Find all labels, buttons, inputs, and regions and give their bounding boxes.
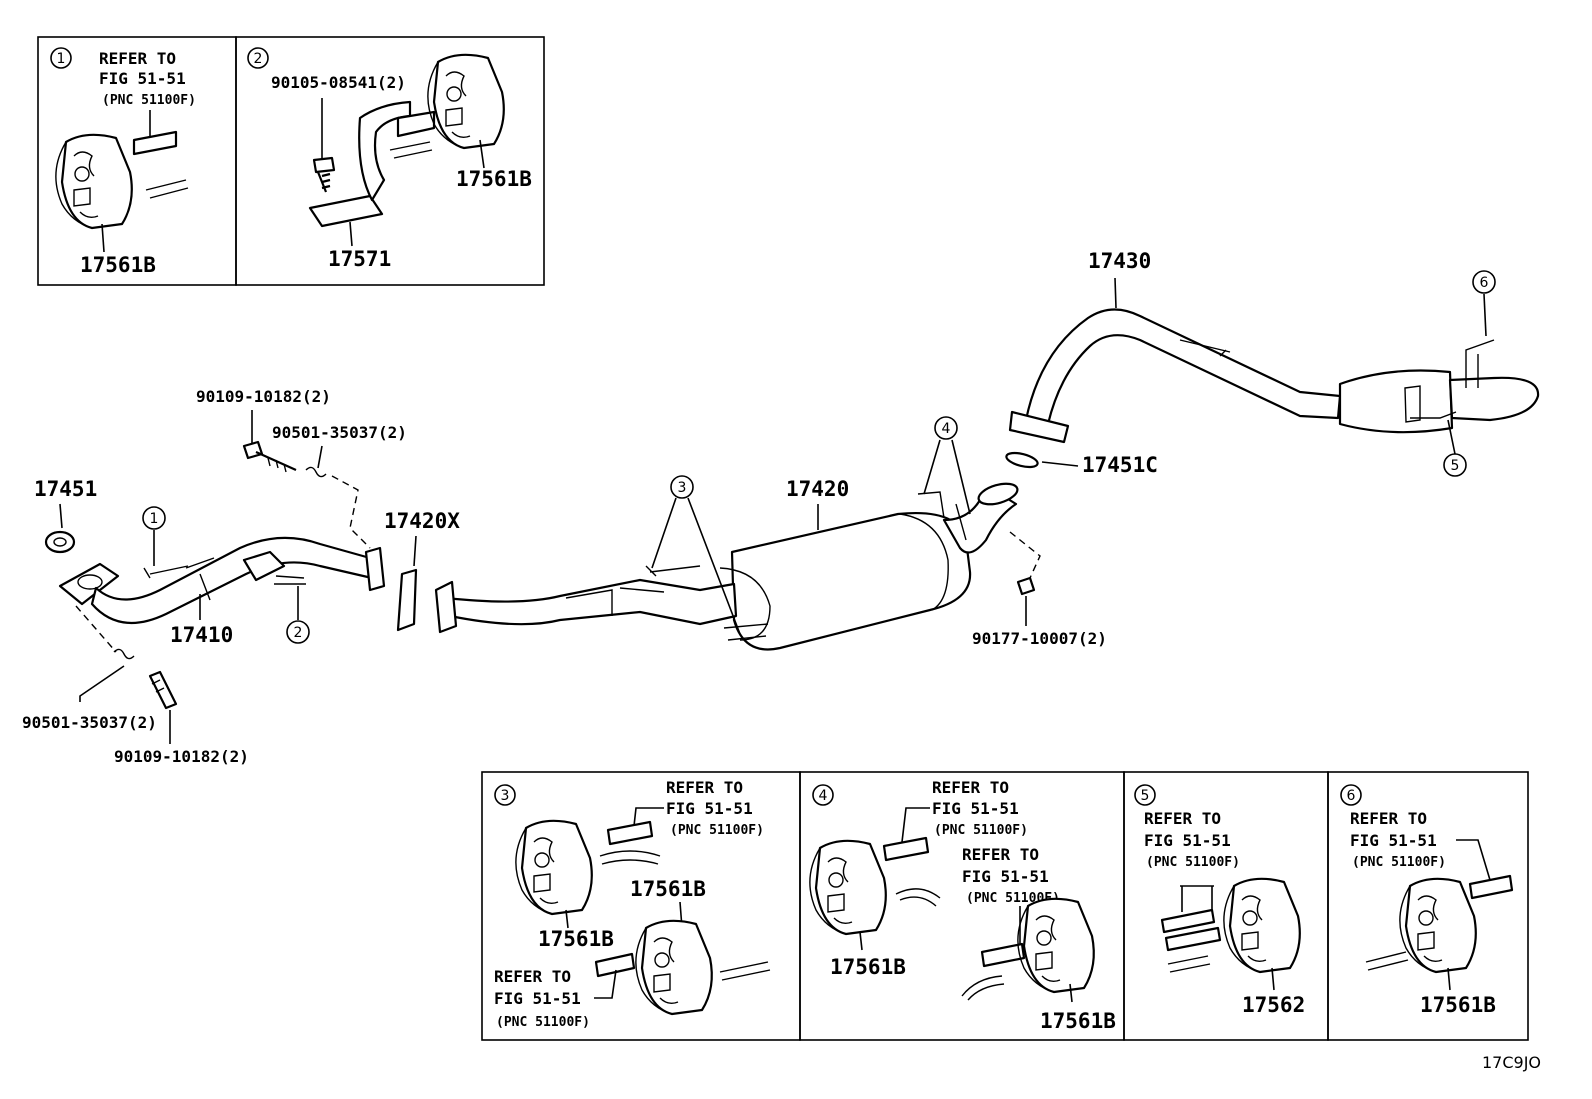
pnc-reference: (PNC 51100F) [1146, 855, 1240, 870]
nut-90177: 90177-10007(2) [972, 531, 1107, 648]
part-number-90177-10007: 90177-10007(2) [972, 629, 1107, 648]
fig-reference: FIG 51-51 [932, 799, 1019, 818]
part-number-17451: 17451 [34, 477, 97, 501]
front-pipe-assembly: 90109-10182(2) 90501-35037(2) 17451 1 2 … [22, 387, 407, 766]
callout-6: 6 [1480, 275, 1489, 291]
rubber-hanger-icon [514, 819, 593, 916]
rubber-hanger-icon [54, 133, 133, 230]
part-number-17420x: 17420X [384, 509, 460, 533]
pnc-reference: (PNC 51100F) [934, 823, 1028, 838]
inset-panel-3: 3 REFER TO FIG 51-51 (PNC 51100F) 17561B… [481, 771, 801, 1041]
callout-2: 2 [294, 625, 303, 641]
fig-reference: FIG 51-51 [1144, 831, 1231, 850]
gasket-17420x: 17420X [384, 509, 460, 632]
part-number-90109-10182-top: 90109-10182(2) [196, 387, 331, 406]
inset-panel-2: 2 90105-08541(2) 17561B 17571 [235, 36, 545, 286]
rubber-hanger-icon [426, 53, 505, 150]
part-number-90109-10182-bottom: 90109-10182(2) [114, 747, 249, 766]
callout-1: 1 [150, 511, 159, 527]
rubber-hanger-icon [1222, 877, 1301, 974]
callout-4: 4 [942, 421, 951, 437]
inset-panel-6: 6 REFER TO FIG 51-51 (PNC 51100F) 17561B [1327, 771, 1529, 1041]
inset-panel-5: 5 REFER TO FIG 51-51 (PNC 51100F) 17562 [1123, 771, 1329, 1041]
inset-panel-1: 1 REFER TO FIG 51-51 (PNC 51100F) 17561B [37, 36, 237, 286]
callout-5: 5 [1141, 788, 1150, 804]
part-number-17571: 17571 [328, 247, 391, 271]
part-number-17561b: 17561B [456, 167, 532, 191]
part-number-17561b: 17561B [80, 253, 156, 277]
rubber-hanger-icon [634, 919, 713, 1016]
inset-panel-4: 4 REFER TO FIG 51-51 (PNC 51100F) 17561B… [799, 771, 1125, 1041]
part-number-17561b: 17561B [630, 877, 706, 901]
rubber-hanger-icon [808, 839, 887, 936]
callout-1: 1 [57, 51, 66, 67]
part-number-90501-35037-top: 90501-35037(2) [272, 423, 407, 442]
pnc-reference: (PNC 51100F) [1352, 855, 1446, 870]
pnc-reference: (PNC 51100F) [496, 1015, 590, 1030]
callout-6: 6 [1347, 788, 1356, 804]
refer-to-label: REFER TO [1144, 809, 1221, 828]
callout-3: 3 [501, 788, 510, 804]
part-number-17561b: 17561B [1420, 993, 1496, 1017]
part-number-17430: 17430 [1088, 249, 1151, 273]
part-number-17410: 17410 [170, 623, 233, 647]
refer-to-label: REFER TO [666, 778, 743, 797]
bolt-part-number: 90105-08541(2) [271, 73, 406, 92]
center-muffler-assembly: 17420 3 4 [434, 416, 1019, 651]
fig-reference: FIG 51-51 [962, 867, 1049, 886]
refer-to-label: REFER TO [962, 845, 1039, 864]
refer-to-label: REFER TO [1350, 809, 1427, 828]
part-number-17561b: 17561B [830, 955, 906, 979]
rubber-hanger-icon [1398, 877, 1477, 974]
rubber-hanger-icon [1016, 897, 1095, 994]
tailpipe-assembly: 17430 6 5 [1008, 249, 1540, 477]
pnc-reference: (PNC 51100F) [670, 823, 764, 838]
part-number-17451c: 17451C [1082, 453, 1158, 477]
part-number-90501-35037-bottom: 90501-35037(2) [22, 713, 157, 732]
callout-3: 3 [678, 480, 687, 496]
refer-to-label: REFER TO [494, 967, 571, 986]
part-number-17420: 17420 [786, 477, 849, 501]
part-number-17561b: 17561B [538, 927, 614, 951]
fig-reference: FIG 51-51 [99, 69, 186, 88]
refer-to-label: REFER TO [99, 49, 176, 68]
pnc-reference: (PNC 51100F) [102, 93, 196, 108]
fig-reference: FIG 51-51 [1350, 831, 1437, 850]
fig-reference: FIG 51-51 [494, 989, 581, 1008]
callout-4: 4 [819, 788, 828, 804]
part-number-17562: 17562 [1242, 993, 1305, 1017]
refer-to-label: REFER TO [932, 778, 1009, 797]
gasket-17451c: 17451C [1005, 451, 1158, 477]
callout-5: 5 [1451, 458, 1460, 474]
diagram-code: 17C9JO [1482, 1053, 1541, 1072]
part-number-17561b: 17561B [1040, 1009, 1116, 1033]
callout-2: 2 [254, 51, 263, 67]
fig-reference: FIG 51-51 [666, 799, 753, 818]
